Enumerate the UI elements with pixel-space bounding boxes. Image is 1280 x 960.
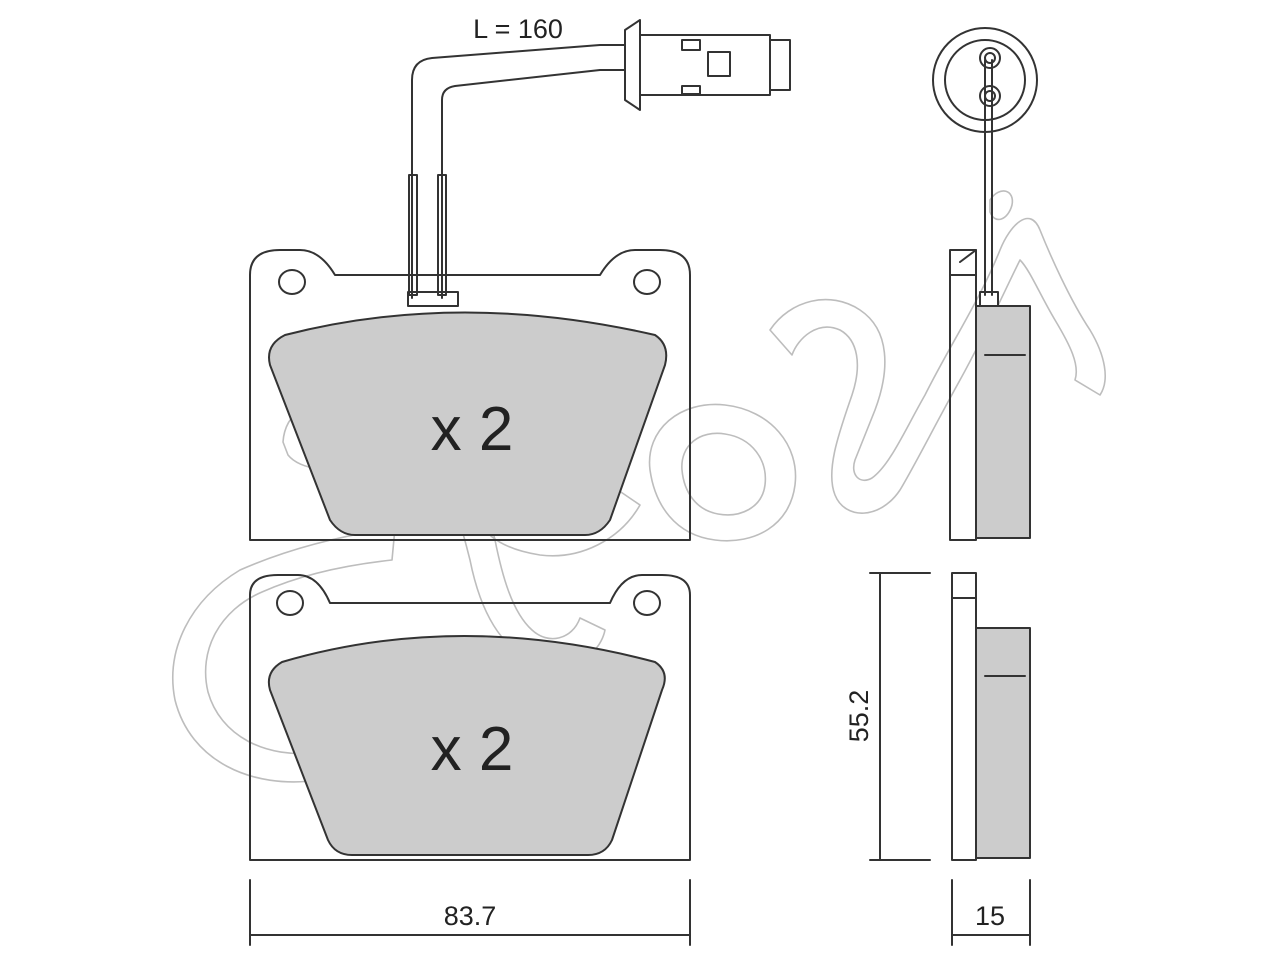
side-friction-material: [975, 305, 1031, 539]
sensor-connector-tip: [769, 39, 791, 91]
sensor-side-wire-lower: [984, 164, 993, 296]
side-friction-material-bottom: [975, 627, 1031, 859]
sensor-wire-sleeve-right: [437, 174, 447, 296]
side-backplate-chamfer: [959, 249, 977, 263]
sensor-plug-pin-bottom: [979, 85, 1001, 107]
sensor-connector: [624, 19, 771, 111]
bottom-pad-quantity: x 2: [431, 715, 514, 784]
sensor-wire-outer: [411, 44, 626, 299]
bottom-pad-backplate: [249, 574, 691, 861]
sensor-plug-pin-top-inner: [984, 52, 996, 64]
side-backplate-bottom: [951, 572, 977, 861]
side-view-with-sensor: [932, 27, 1038, 541]
top-pad-mounting-hole-right: [633, 269, 661, 295]
sensor-side-wire: [984, 59, 993, 166]
bottom-pad-mounting-hole-right: [633, 590, 661, 616]
thickness-dimension-label: 15: [975, 901, 1005, 931]
sensor-clip: [407, 291, 459, 307]
sensor-wire-inner: [441, 69, 626, 299]
watermark-letter-o: [648, 403, 797, 542]
top-pad-quantity: x 2: [431, 395, 514, 464]
top-brake-pad: [249, 249, 691, 541]
height-dimension: [869, 572, 931, 861]
sensor-connector-latch: [707, 51, 731, 77]
watermark-letter-o-inner: [681, 432, 767, 516]
sensor-plug-pin-top: [979, 47, 1001, 69]
bottom-brake-pad: [249, 574, 691, 861]
top-pad-friction-material: [268, 311, 668, 536]
sensor-side-clip: [979, 291, 999, 307]
height-dimension-label: 55.2: [844, 690, 874, 743]
watermark-letter-n: [769, 217, 1106, 514]
top-pad-backplate: [249, 249, 691, 541]
sensor-connector-latch-top: [681, 39, 701, 51]
top-pad-mounting-hole-left: [278, 269, 306, 295]
wear-sensor: [407, 19, 791, 307]
side-backplate: [949, 249, 977, 541]
bottom-pad-friction-material: [267, 635, 666, 856]
side-view: [951, 572, 1031, 861]
sensor-connector-latch-bottom: [681, 85, 701, 95]
width-dimension: [249, 879, 691, 946]
width-dimension-label: 83.7: [444, 901, 497, 931]
sensor-plug-pin-bottom-inner: [984, 90, 996, 102]
bottom-pad-mounting-hole-left: [276, 590, 304, 616]
wire-length-label: L = 160: [473, 14, 563, 44]
thickness-dimension: [951, 879, 1031, 946]
watermark-letter-flourish: [989, 190, 1014, 221]
sensor-wire-sleeve-left: [408, 174, 418, 296]
